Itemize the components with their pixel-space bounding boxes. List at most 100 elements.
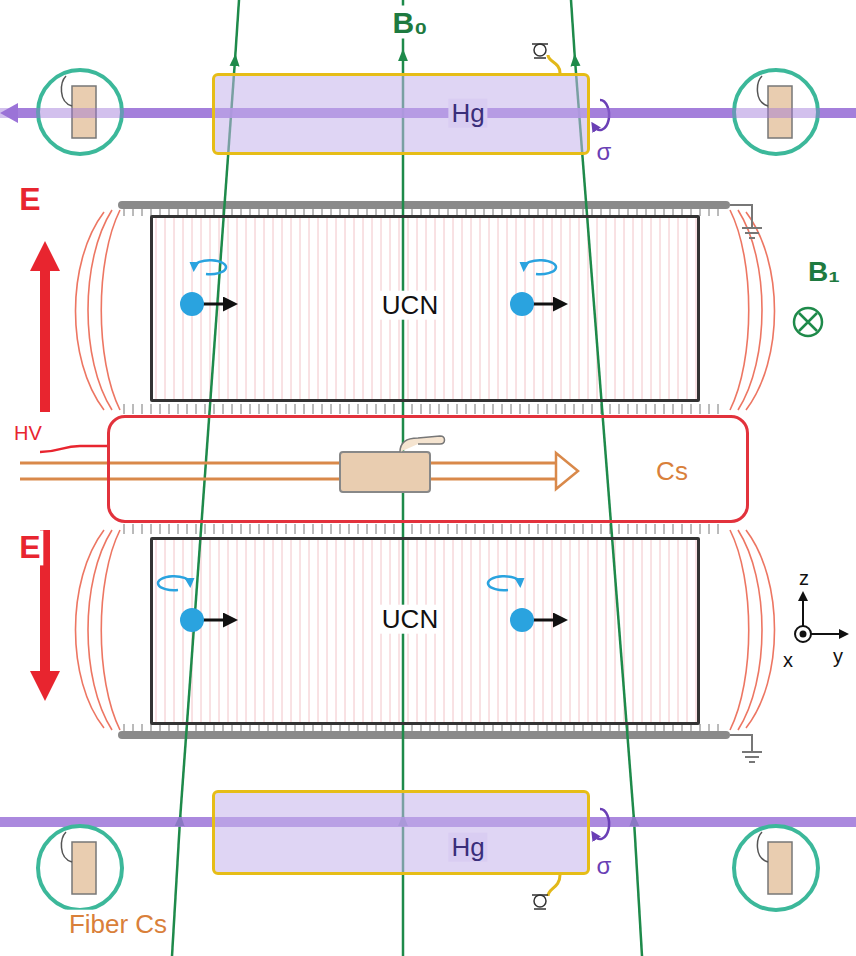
magnetometer-label: Fiber Cs: [66, 910, 170, 939]
drawing-line: [502, 524, 503, 534]
drawing-line: [439, 724, 440, 731]
drawing-line: [142, 524, 143, 534]
drawing-line: [570, 537, 571, 725]
drawing-line: [561, 215, 562, 402]
drawing-line: [309, 215, 310, 402]
drawing-line: [282, 215, 283, 402]
cs-beam: [20, 436, 578, 492]
drawing-line: [376, 724, 377, 731]
node-label: Hg: [448, 833, 487, 862]
drawing-path: [742, 752, 762, 762]
drawing-line: [601, 524, 602, 534]
drawing-line: [664, 524, 665, 534]
drawing-line: [615, 215, 616, 402]
drawing-line: [142, 209, 143, 216]
drawing-line: [205, 724, 206, 731]
drawing-path: [488, 576, 520, 590]
drawing-line: [187, 524, 188, 534]
drawing-circle: [180, 292, 204, 316]
hg-cell: Hg: [212, 790, 590, 875]
drawing-line: [160, 404, 161, 414]
drawing-line: [480, 215, 481, 402]
drawing-path: [594, 809, 609, 839]
electrode-plates: [118, 201, 730, 739]
drawing-line: [412, 404, 413, 414]
drawing-line: [610, 724, 611, 731]
field-label: E: [16, 182, 43, 217]
drawing-line: [291, 215, 292, 402]
drawing-line: [219, 537, 220, 725]
drawing-line: [439, 404, 440, 414]
drawing-line: [313, 724, 314, 731]
ground-symbol: [730, 205, 762, 762]
drawing-line: [250, 724, 251, 731]
drawing-line: [556, 404, 557, 414]
drawing-path: [757, 76, 768, 106]
drawing-line: [709, 724, 710, 731]
drawing-line: [637, 404, 638, 414]
drawing-line: [529, 524, 530, 534]
drawing-line: [277, 524, 278, 534]
drawing-line: [511, 524, 512, 534]
drawing-line: [624, 215, 625, 402]
drawing-line: [300, 215, 301, 402]
drawing-line: [484, 724, 485, 731]
drawing-circle: [534, 895, 546, 907]
circular-polarization: [594, 100, 609, 839]
hv-electrode: Cs: [107, 415, 749, 523]
drawing-line: [552, 215, 553, 402]
drawing-line: [588, 537, 589, 725]
drawing-line: [475, 724, 476, 731]
drawing-line: [466, 404, 467, 414]
drawing-line: [489, 537, 490, 725]
voltage-label: HV: [11, 422, 45, 444]
drawing-line: [210, 215, 211, 402]
drawing-line: [421, 404, 422, 414]
drawing-line: [421, 524, 422, 534]
drawing-line: [232, 524, 233, 534]
ucn-chamber: UCN: [150, 215, 700, 402]
drawing-line: [718, 209, 719, 216]
drawing-line: [682, 404, 683, 414]
field-label: E: [16, 530, 43, 565]
drawing-line: [223, 724, 224, 731]
drawing-line: [169, 524, 170, 534]
drawing-path: [746, 212, 775, 410]
drawing-path: [730, 205, 752, 228]
drawing-line: [327, 537, 328, 725]
drawing-line: [304, 724, 305, 731]
drawing-path: [532, 44, 548, 58]
drawing-line: [327, 215, 328, 402]
drawing-line: [40, 262, 50, 412]
drawing-line: [291, 537, 292, 725]
drawing-line: [268, 524, 269, 534]
drawing-line: [633, 537, 634, 725]
drawing-line: [210, 537, 211, 725]
drawing-line: [619, 404, 620, 414]
drawing-line: [570, 215, 571, 402]
drawing-line: [313, 524, 314, 534]
drawing-line: [304, 404, 305, 414]
drawing-line: [178, 524, 179, 534]
polarization-label: σ: [594, 853, 615, 879]
drawing-line: [696, 215, 697, 402]
drawing-line: [394, 724, 395, 731]
drawing-line: [394, 404, 395, 414]
drawing-line: [376, 524, 377, 534]
drawing-line: [259, 724, 260, 731]
drawing-line: [367, 524, 368, 534]
b1-direction: [794, 308, 822, 336]
drawing-path: [757, 832, 768, 862]
drawing-path: [76, 530, 105, 728]
drawing-line: [511, 724, 512, 731]
drawing-line: [367, 724, 368, 731]
drawing-path: [746, 530, 775, 728]
drawing-line: [444, 215, 445, 402]
drawing-line: [250, 524, 251, 534]
drawing-line: [223, 524, 224, 534]
drawing-line: [646, 724, 647, 731]
drawing-line: [223, 404, 224, 414]
drawing-line: [637, 524, 638, 534]
drawing-line: [232, 724, 233, 731]
